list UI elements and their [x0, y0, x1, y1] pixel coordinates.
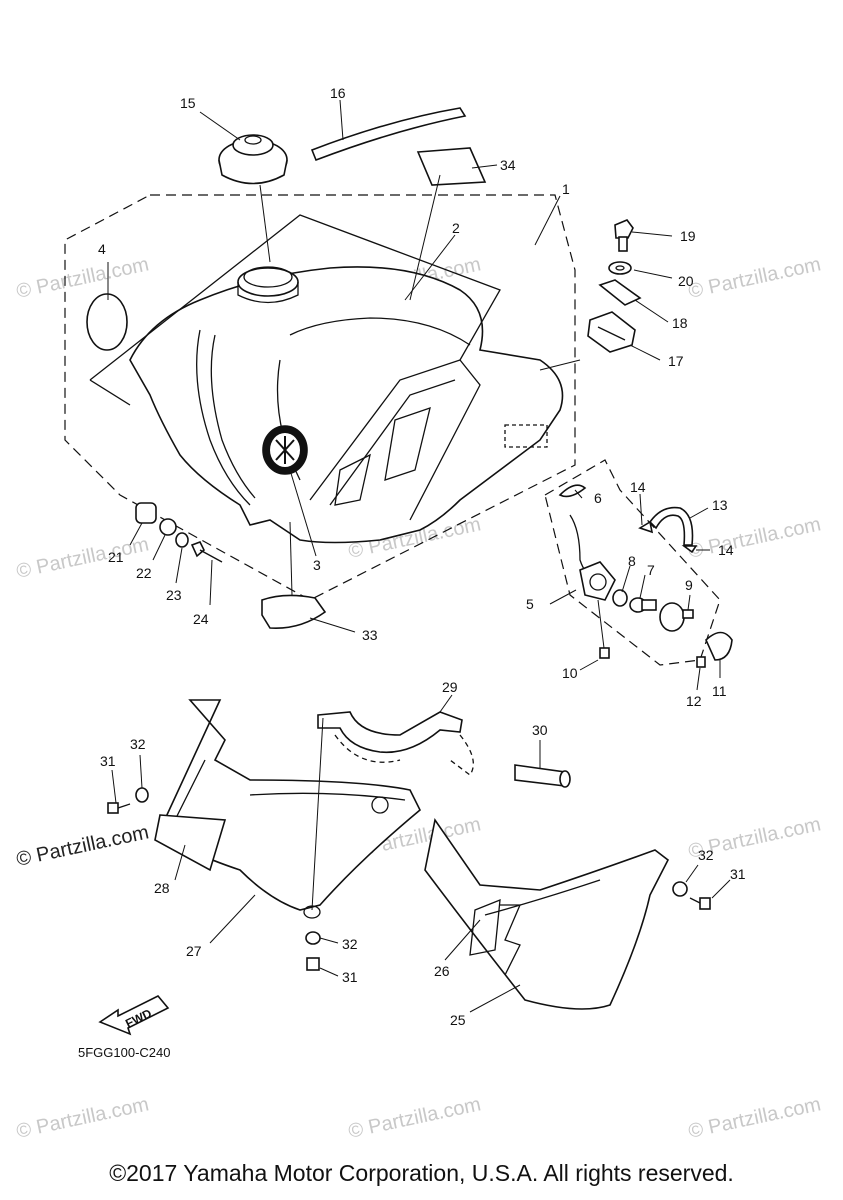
screw-10 [599, 647, 610, 659]
clip-6 [558, 484, 587, 498]
tank-sheet [89, 214, 501, 381]
callout-31-left: 31 [100, 753, 116, 769]
collar-32-left [135, 787, 149, 803]
tank-strip [310, 107, 467, 162]
callout-31-bottom: 31 [342, 969, 358, 985]
watermark: © Partzilla.com [686, 253, 822, 303]
bolt-31-left [107, 802, 131, 814]
bolt-19 [614, 219, 634, 252]
callout-6: 6 [594, 490, 602, 506]
clip-14b [681, 545, 698, 554]
callouts: 1 2 3 4 5 6 7 8 9 10 11 12 13 14 14 15 1… [98, 85, 746, 1028]
screw-12 [696, 656, 706, 668]
collar-32-right [672, 881, 688, 897]
callout-19: 19 [680, 228, 696, 244]
callout-32-right: 32 [698, 847, 714, 863]
callout-22: 22 [136, 565, 152, 581]
decal-26 [469, 898, 501, 956]
callout-30: 30 [532, 722, 548, 738]
callout-31-right: 31 [730, 866, 746, 882]
watermark: © Partzilla.com [686, 1093, 822, 1143]
washer-23 [175, 532, 189, 548]
plate-9 [659, 602, 685, 632]
screw-9 [682, 609, 694, 619]
leader-lines [107, 99, 731, 1013]
side-cover-25 [424, 817, 670, 1010]
callout-3: 3 [313, 557, 321, 573]
gasket-7 [629, 597, 657, 613]
washer-22 [159, 518, 177, 536]
washer-20 [608, 261, 632, 275]
damper-18 [598, 279, 642, 306]
callout-8: 8 [628, 553, 636, 569]
diagram-reference-code: 5FGG100-C240 [78, 1045, 171, 1060]
callout-23: 23 [166, 587, 182, 603]
callout-25: 25 [450, 1012, 466, 1028]
callout-17: 17 [668, 353, 684, 369]
callout-11: 11 [712, 683, 727, 699]
fuel-tank [129, 266, 564, 544]
callout-28: 28 [154, 880, 170, 896]
hose-13 [648, 506, 694, 546]
callout-21: 21 [108, 549, 124, 565]
side-cover-27 [159, 699, 421, 911]
emblem-28 [154, 814, 227, 872]
fuel-cock [579, 561, 616, 601]
watermark: © Partzilla.com [346, 1093, 482, 1143]
callout-13: 13 [712, 497, 728, 513]
callout-24: 24 [193, 611, 209, 627]
callout-16: 16 [330, 85, 346, 101]
callout-32-bottom: 32 [342, 936, 358, 952]
watermark: © Partzilla.com [686, 513, 822, 563]
hose-30 [514, 764, 566, 787]
fuel-cap [218, 134, 288, 185]
watermark: © Partzilla.com [14, 1093, 150, 1143]
fwd-arrow-icon: FWD [98, 995, 170, 1036]
watermark: © Partzilla.com [14, 253, 150, 303]
callout-14b: 14 [718, 542, 734, 558]
callout-20: 20 [678, 273, 694, 289]
bolt-31-right [689, 897, 711, 910]
tank-pad [86, 293, 128, 351]
callout-1: 1 [562, 181, 570, 197]
lever-11 [705, 631, 733, 661]
o-ring-8 [612, 589, 628, 607]
fuel-cock-assembly-boundary [544, 459, 721, 666]
tank-label [416, 147, 487, 186]
clip-14a [638, 520, 654, 534]
bolt-31-bottom [306, 957, 320, 971]
callout-14a: 14 [630, 479, 646, 495]
callout-29: 29 [442, 679, 458, 695]
tank-cover-33 [261, 594, 327, 629]
copyright-notice: ©2017 Yamaha Motor Corporation, U.S.A. A… [109, 1160, 734, 1186]
callout-4: 4 [98, 241, 106, 257]
callout-34: 34 [500, 157, 516, 173]
callout-18: 18 [672, 315, 688, 331]
callout-10: 10 [562, 665, 578, 681]
callout-26: 26 [434, 963, 450, 979]
callout-15: 15 [180, 95, 196, 111]
watermark: © Partzilla.com [14, 533, 150, 583]
collar-32-bottom [305, 931, 321, 945]
callout-2: 2 [452, 220, 460, 236]
callout-7: 7 [647, 562, 655, 578]
stay-29 [317, 711, 463, 754]
callout-33: 33 [362, 627, 378, 643]
damper-21 [135, 502, 157, 524]
callout-9: 9 [685, 577, 693, 593]
callout-27: 27 [186, 943, 202, 959]
callout-32-left: 32 [130, 736, 146, 752]
callout-12: 12 [686, 693, 702, 709]
callout-5: 5 [526, 596, 534, 612]
damper-17 [587, 311, 636, 353]
watermark-dark: © Partzilla.com [14, 821, 150, 871]
bolt-24 [190, 540, 223, 563]
